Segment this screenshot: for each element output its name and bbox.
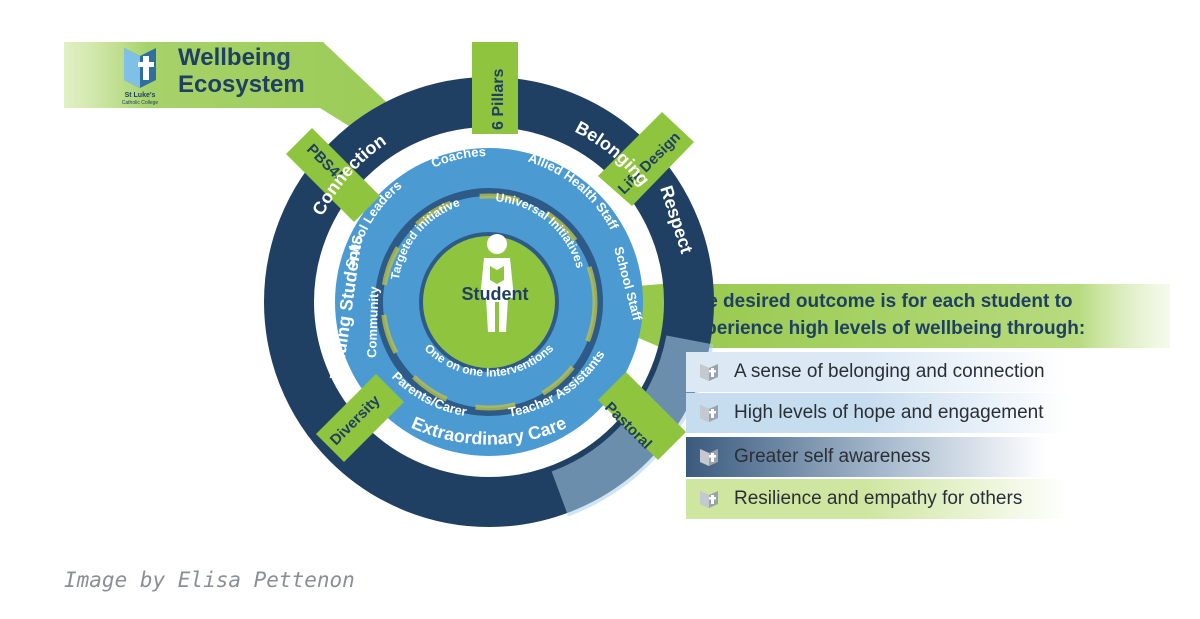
outcome-item: High levels of hope and engagement xyxy=(686,393,1136,433)
title-line-1: Wellbeing xyxy=(178,44,291,71)
staff-community: Community xyxy=(364,285,382,358)
outcome-heading: The desired outcome is for each student … xyxy=(684,288,1184,342)
image-credit: Image by Elisa Pettenon xyxy=(64,568,355,592)
college-shield-icon xyxy=(700,449,718,466)
logo-text: St Luke's xyxy=(125,92,156,99)
college-shield-icon xyxy=(700,364,718,381)
outcome-item-text: Greater self awareness xyxy=(734,446,931,467)
outcome-item-text: A sense of belonging and connection xyxy=(734,361,1045,382)
outcome-item: Resilience and empathy for others xyxy=(686,479,1136,519)
outcome-heading-line-1: The desired outcome is for each student … xyxy=(684,291,1073,312)
page-title: Wellbeing Ecosystem xyxy=(178,44,305,98)
outcome-item: A sense of belonging and connection xyxy=(686,352,1136,392)
student-figure-icon xyxy=(480,234,514,332)
flag-6-pillars: 6 Pillars xyxy=(472,42,518,134)
logo-subtext: Catholic College xyxy=(122,100,159,106)
title-line-2: Ecosystem xyxy=(178,71,305,98)
college-shield-icon xyxy=(700,491,718,508)
outcome-item-text: High levels of hope and engagement xyxy=(734,402,1044,423)
svg-text:6 Pillars: 6 Pillars xyxy=(490,69,507,130)
center-label: Student xyxy=(462,284,529,304)
outcome-item-text: Resilience and empathy for others xyxy=(734,488,1023,509)
college-shield-icon xyxy=(700,405,718,422)
college-logo: St Luke's Catholic College xyxy=(122,48,159,106)
outcome-item: Greater self awareness xyxy=(686,437,1136,477)
outcome-heading-line-2: experience high levels of wellbeing thro… xyxy=(684,318,1086,339)
